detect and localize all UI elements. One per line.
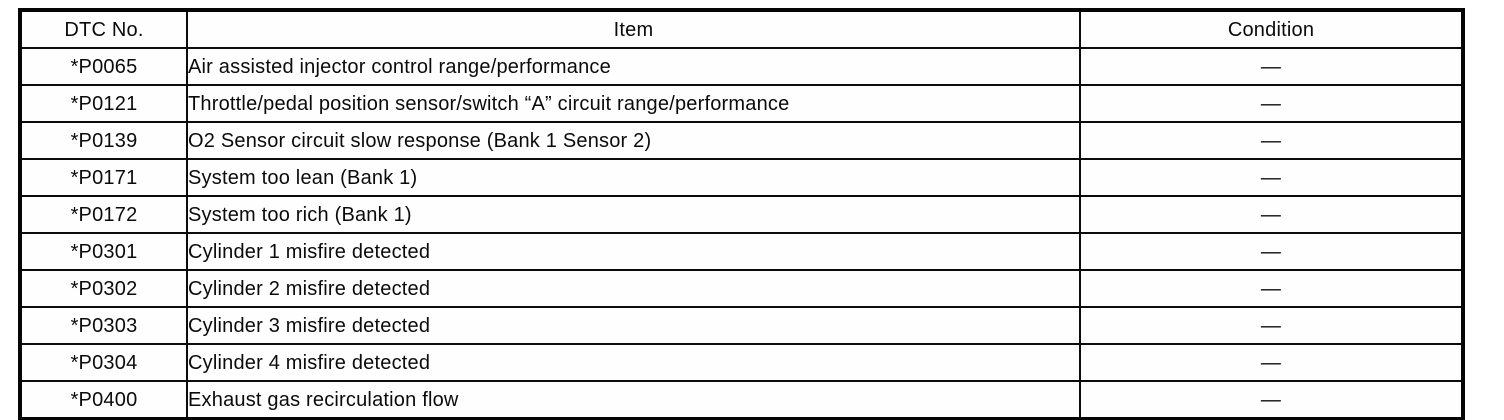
cell-item: System too lean (Bank 1) [186, 158, 1081, 197]
cell-dtc: *P0302 [19, 269, 188, 308]
cell-condition: — [1079, 195, 1464, 234]
cell-dtc: *P0400 [19, 380, 188, 420]
cell-dtc: *P0139 [19, 121, 188, 160]
cell-item: Air assisted injector control range/perf… [186, 47, 1081, 86]
cell-condition: — [1079, 158, 1464, 197]
cell-item: Cylinder 4 misfire detected [186, 343, 1081, 382]
cell-item: Cylinder 3 misfire detected [186, 306, 1081, 345]
cell-dtc: *P0171 [19, 158, 188, 197]
column-header-item: Item [186, 9, 1081, 49]
cell-item: Cylinder 2 misfire detected [186, 269, 1081, 308]
cell-dtc: *P0301 [19, 232, 188, 271]
cell-condition: — [1079, 121, 1464, 160]
cell-condition: — [1079, 47, 1464, 86]
cell-condition: — [1079, 232, 1464, 271]
cell-condition: — [1079, 343, 1464, 382]
cell-item: Throttle/pedal position sensor/switch “A… [186, 84, 1081, 123]
cell-dtc: *P0172 [19, 195, 188, 234]
cell-condition: — [1079, 380, 1464, 420]
cell-item: Cylinder 1 misfire detected [186, 232, 1081, 271]
cell-dtc: *P0065 [19, 47, 188, 86]
cell-dtc: *P0303 [19, 306, 188, 345]
cell-condition: — [1079, 306, 1464, 345]
cell-item: System too rich (Bank 1) [186, 195, 1081, 234]
cell-condition: — [1079, 84, 1464, 123]
cell-item: O2 Sensor circuit slow response (Bank 1 … [186, 121, 1081, 160]
cell-condition: — [1079, 269, 1464, 308]
column-header-condition: Condition [1079, 9, 1464, 49]
column-header-dtc-no: DTC No. [19, 9, 188, 49]
table-header-row: DTC No. Item Condition [19, 9, 1464, 49]
cell-dtc: *P0121 [19, 84, 188, 123]
cell-dtc: *P0304 [19, 343, 188, 382]
cell-item: Exhaust gas recirculation flow [186, 380, 1081, 420]
